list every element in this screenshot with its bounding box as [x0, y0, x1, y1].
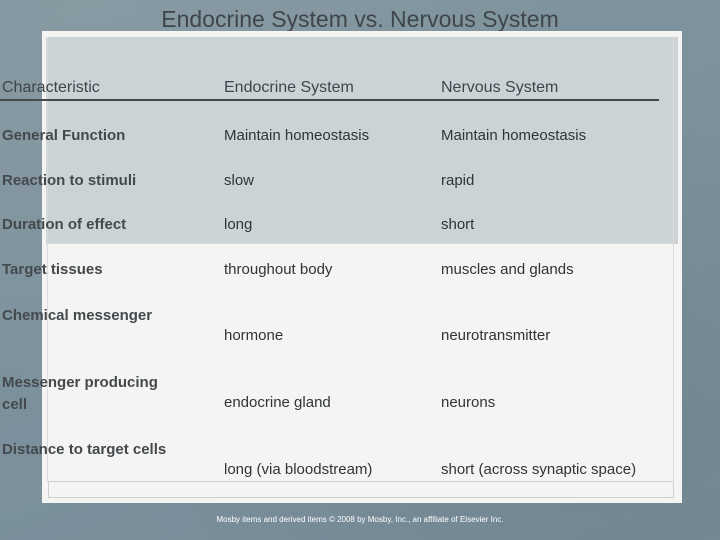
row-value-nervous-duration-of-effect: short [441, 216, 475, 233]
row-value-nervous-reaction-to-stimuli: rapid [441, 172, 475, 189]
row-value-endocrine-messenger-producing-cell: endocrine gland [224, 394, 331, 411]
panel-footer-strip [48, 481, 674, 498]
row-label-distance-to-target-cells: Distance to target cells [2, 441, 167, 458]
row-value-nervous-general-function: Maintain homeostasis [441, 127, 587, 144]
row-value-nervous-distance-to-target-cells: short (across synaptic space) [441, 461, 637, 478]
panel-right-rule [673, 37, 674, 482]
row-value-nervous-messenger-producing-cell: neurons [441, 394, 496, 411]
header-characteristic: Characteristic [2, 79, 100, 96]
row-value-endocrine-reaction-to-stimuli: slow [224, 172, 255, 189]
copyright-credit: Mosby items and derived items © 2008 by … [216, 515, 504, 524]
header-endocrine-system: Endocrine System [224, 79, 354, 96]
row-label-chemical-messenger: Chemical messenger [2, 307, 153, 324]
row-value-endocrine-duration-of-effect: long [224, 216, 253, 233]
table-panel-upper-fill [46, 37, 678, 244]
row-value-endocrine-chemical-messenger: hormone [224, 327, 284, 344]
row-value-nervous-target-tissues: muscles and glands [441, 261, 574, 278]
header-nervous-system: Nervous System [441, 79, 559, 96]
row-value-endocrine-target-tissues: throughout body [224, 261, 333, 278]
row-label-target-tissues: Target tissues [2, 261, 103, 278]
row-label-messenger-producing-cell: Messenger producing cell [2, 374, 158, 413]
row-value-endocrine-distance-to-target-cells: long (via bloodstream) [224, 461, 373, 478]
row-label-general-function: General Function [2, 127, 126, 144]
panel-divider [46, 243, 678, 244]
row-value-endocrine-general-function: Maintain homeostasis [224, 127, 370, 144]
row-value-nervous-chemical-messenger: neurotransmitter [441, 327, 551, 344]
row-label-reaction-to-stimuli: Reaction to stimuli [2, 172, 137, 189]
page-title: Endocrine System vs. Nervous System [161, 6, 559, 32]
panel-left-rule [47, 37, 48, 482]
row-label-duration-of-effect: Duration of effect [2, 216, 127, 233]
header-underline [0, 99, 659, 101]
